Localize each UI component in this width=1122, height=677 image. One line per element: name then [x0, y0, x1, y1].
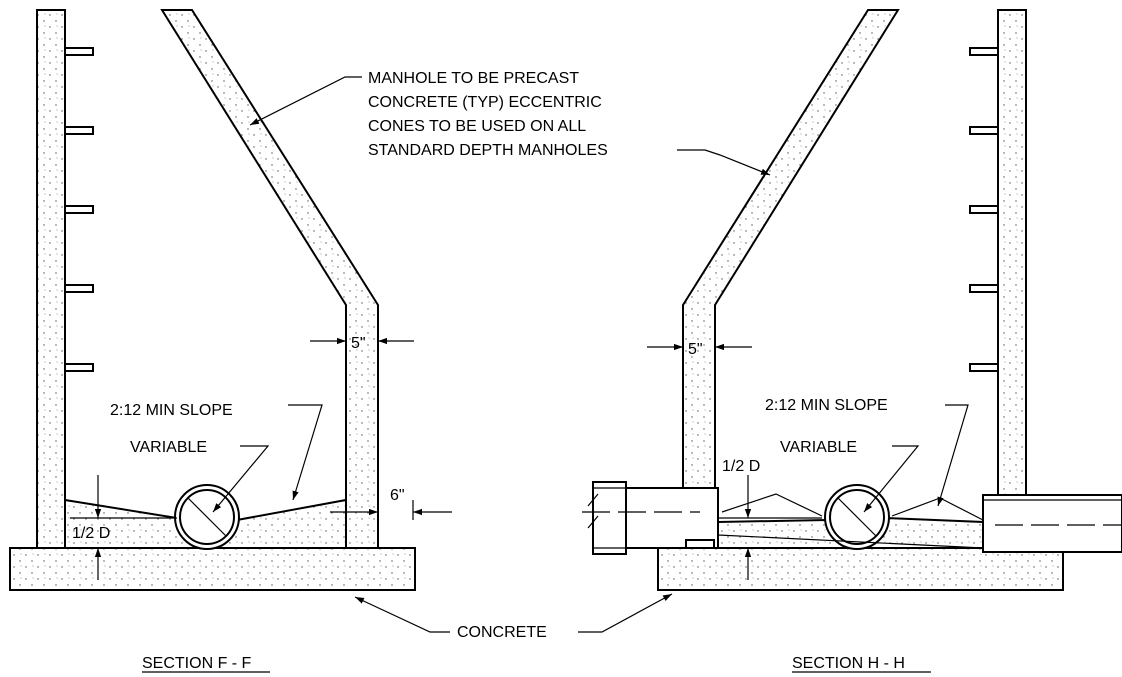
inlet-pipe-h	[582, 481, 719, 555]
section-f-title: SECTION F - F	[142, 655, 252, 672]
section-h-title: SECTION H - H	[792, 655, 905, 672]
wall-thickness-label-h: 5"	[688, 341, 703, 358]
bench-dip-right-h	[891, 497, 984, 521]
slope-label-h: 2:12 MIN SLOPE	[765, 397, 888, 414]
variable-label-h: VARIABLE	[780, 439, 857, 456]
manhole-note-line-2: CONCRETE (TYP) ECCENTRIC	[368, 94, 602, 111]
section-h: 5" 1/2 D 2:12 MIN SLOPE VARIABLE SECTION…	[582, 9, 1122, 673]
base-slab-f	[9, 547, 416, 591]
pipe-f	[174, 484, 240, 550]
outlet-pipe-h	[982, 494, 1122, 553]
manhole-leader-h	[677, 149, 771, 176]
base-slab-h	[657, 547, 1064, 591]
slope-leader-h	[937, 404, 969, 507]
dim-half-d-f	[70, 475, 177, 580]
bench-dip-left-h	[721, 493, 823, 517]
inlet-support-h	[685, 539, 715, 549]
flow-line-h	[717, 534, 984, 549]
right-wall-h	[997, 9, 1027, 496]
variable-leader-h	[863, 445, 920, 513]
concrete-label: CONCRETE	[457, 624, 547, 641]
variable-label-f: VARIABLE	[130, 439, 207, 456]
section-f: 5" 6" 1/2 D 2:12 MIN SLOPE VARIABLE SECT…	[9, 9, 452, 673]
manhole-note: MANHOLE TO BE PRECAST CONCRETE (TYP) ECC…	[249, 70, 771, 176]
pipe-h	[824, 484, 890, 550]
manhole-note-line-3: CONES TO BE USED ON ALL	[368, 118, 586, 135]
dim-6in-f	[330, 500, 452, 520]
base-offset-label-f: 6"	[390, 487, 405, 504]
concrete-leader-h	[578, 593, 673, 633]
dim-half-d-h	[718, 475, 822, 580]
concrete-note: CONCRETE	[354, 593, 673, 641]
cone-wall-f	[160, 9, 379, 549]
ladder-steps-h	[969, 47, 999, 372]
half-d-label-h: 1/2 D	[722, 458, 760, 475]
manhole-leader-f	[249, 76, 362, 126]
variable-leader-f	[212, 445, 270, 513]
half-d-label-f: 1/2 D	[72, 525, 110, 542]
cone-wall-h	[682, 9, 900, 489]
wall-thickness-label-f: 5"	[351, 335, 366, 352]
left-wall-f	[36, 9, 66, 549]
slope-leader-f	[288, 404, 323, 501]
manhole-note-line-1: MANHOLE TO BE PRECAST	[368, 70, 579, 87]
manhole-note-line-4: STANDARD DEPTH MANHOLES	[368, 142, 608, 159]
slope-label-f: 2:12 MIN SLOPE	[110, 402, 233, 419]
ladder-steps-f	[64, 47, 94, 372]
concrete-leader-f	[354, 596, 450, 633]
